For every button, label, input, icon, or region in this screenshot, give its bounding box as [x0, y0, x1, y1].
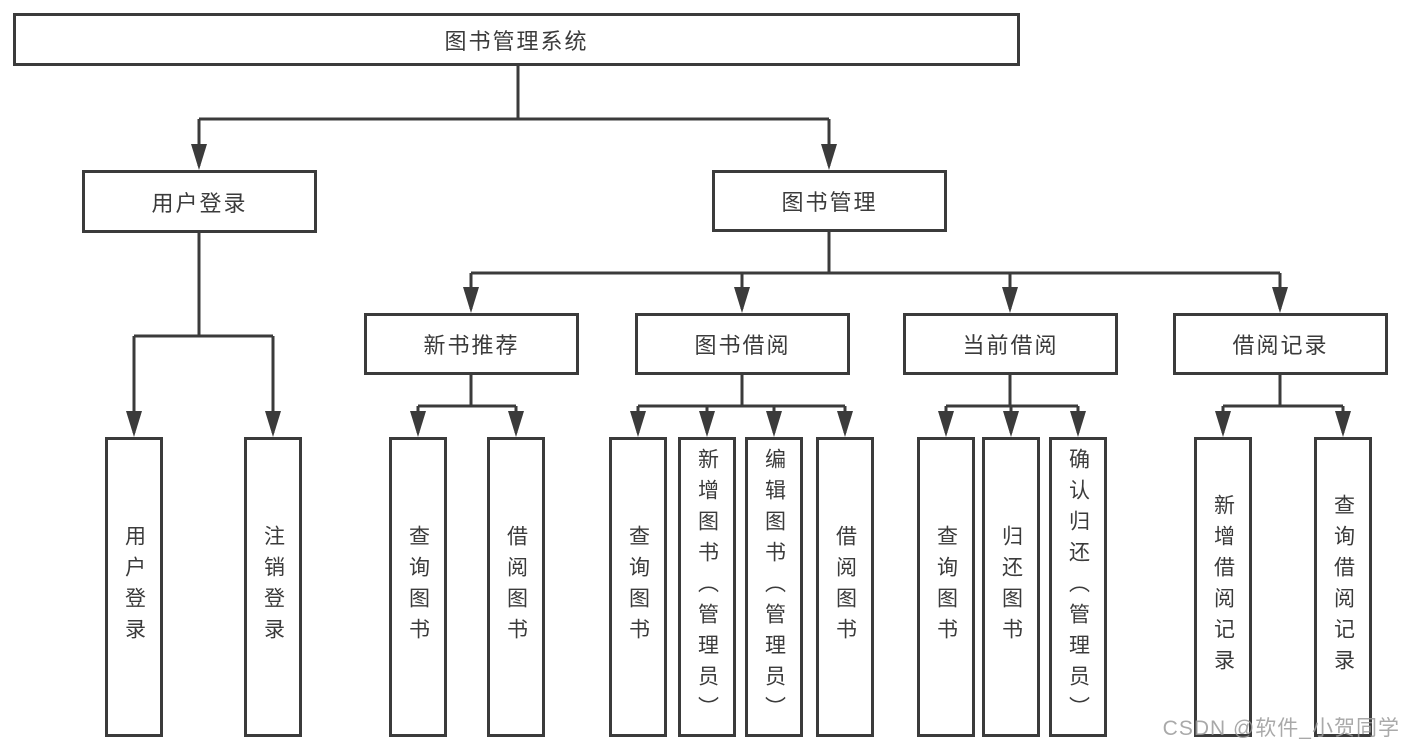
edge-borrow-records-to-leaves: [1215, 375, 1351, 437]
node-book-management: 图书管理: [712, 170, 947, 232]
arrowhead: [265, 411, 281, 437]
leaf-query-books-current: 查询图书: [917, 437, 975, 737]
node-user-login-label: 用户登录: [151, 190, 248, 216]
arrowhead: [463, 287, 479, 313]
leaf-borrow-books-recommend-label: 借阅图书: [504, 525, 528, 649]
leaf-return-books: 归还图书: [982, 437, 1040, 737]
arrowhead: [191, 144, 207, 170]
leaf-query-books-borrow: 查询图书: [609, 437, 667, 737]
edge-book-management-to-level3: [463, 232, 1288, 313]
leaf-borrow-books-recommend: 借阅图书: [487, 437, 545, 737]
leaf-add-borrow-record: 新增借阅记录: [1194, 437, 1252, 737]
edge-new-book-recommend-to-leaves: [410, 375, 524, 437]
leaf-confirm-return-admin-label: 确认归还（管理员）: [1066, 447, 1090, 727]
node-book-borrow-label: 图书借阅: [694, 333, 791, 358]
leaf-query-books-recommend: 查询图书: [389, 437, 447, 737]
arrowhead: [630, 411, 646, 437]
leaf-borrow-books: 借阅图书: [816, 437, 874, 737]
leaf-add-book-admin: 新增图书（管理员）: [678, 437, 736, 737]
edge-book-borrow-to-leaves: [630, 375, 853, 437]
arrowhead: [1002, 287, 1018, 313]
leaf-query-books-recommend-label: 查询图书: [406, 525, 430, 649]
arrowhead: [126, 411, 142, 437]
leaf-user-login: 用户登录: [105, 437, 163, 737]
leaf-edit-book-admin: 编辑图书（管理员）: [745, 437, 803, 737]
node-user-login: 用户登录: [82, 170, 317, 233]
leaf-query-books-current-label: 查询图书: [934, 525, 958, 649]
leaf-logout: 注销登录: [244, 437, 302, 737]
leaf-confirm-return-admin: 确认归还（管理员）: [1049, 437, 1107, 737]
leaf-query-borrow-record: 查询借阅记录: [1314, 437, 1372, 737]
arrowhead: [1070, 411, 1086, 437]
arrowhead: [699, 411, 715, 437]
arrowhead: [1215, 411, 1231, 437]
leaf-logout-label: 注销登录: [261, 525, 285, 649]
node-borrow-records: 借阅记录: [1173, 313, 1388, 375]
leaf-add-borrow-record-label: 新增借阅记录: [1211, 494, 1235, 680]
leaf-query-books-borrow-label: 查询图书: [626, 525, 650, 649]
node-root: 图书管理系统: [13, 13, 1020, 66]
node-root-label: 图书管理系统: [444, 28, 589, 54]
arrowhead: [938, 411, 954, 437]
edge-current-borrow-to-leaves: [938, 375, 1086, 437]
node-new-book-recommend: 新书推荐: [364, 313, 579, 375]
node-current-borrow-label: 当前借阅: [962, 333, 1059, 358]
arrowhead: [837, 411, 853, 437]
node-book-management-label: 图书管理: [781, 190, 878, 215]
arrowhead: [766, 411, 782, 437]
leaf-return-books-label: 归还图书: [999, 525, 1023, 649]
csdn-watermark: CSDN @软件_小贺同学: [1162, 717, 1400, 740]
arrowhead: [734, 287, 750, 313]
arrowhead: [821, 144, 837, 170]
node-book-borrow: 图书借阅: [635, 313, 850, 375]
edge-root-to-level2: [191, 66, 837, 170]
leaf-add-book-admin-label: 新增图书（管理员）: [695, 447, 719, 727]
leaf-borrow-books-label: 借阅图书: [833, 525, 857, 649]
arrowhead: [508, 411, 524, 437]
node-new-book-recommend-label: 新书推荐: [423, 333, 520, 358]
node-current-borrow: 当前借阅: [903, 313, 1118, 375]
node-borrow-records-label: 借阅记录: [1232, 333, 1329, 358]
arrowhead: [410, 411, 426, 437]
arrowhead: [1272, 287, 1288, 313]
leaf-user-login-label: 用户登录: [122, 525, 146, 649]
edge-user-login-to-leaves: [126, 233, 281, 437]
arrowhead: [1335, 411, 1351, 437]
arrowhead: [1003, 411, 1019, 437]
leaf-edit-book-admin-label: 编辑图书（管理员）: [762, 447, 786, 727]
leaf-query-borrow-record-label: 查询借阅记录: [1331, 494, 1355, 680]
